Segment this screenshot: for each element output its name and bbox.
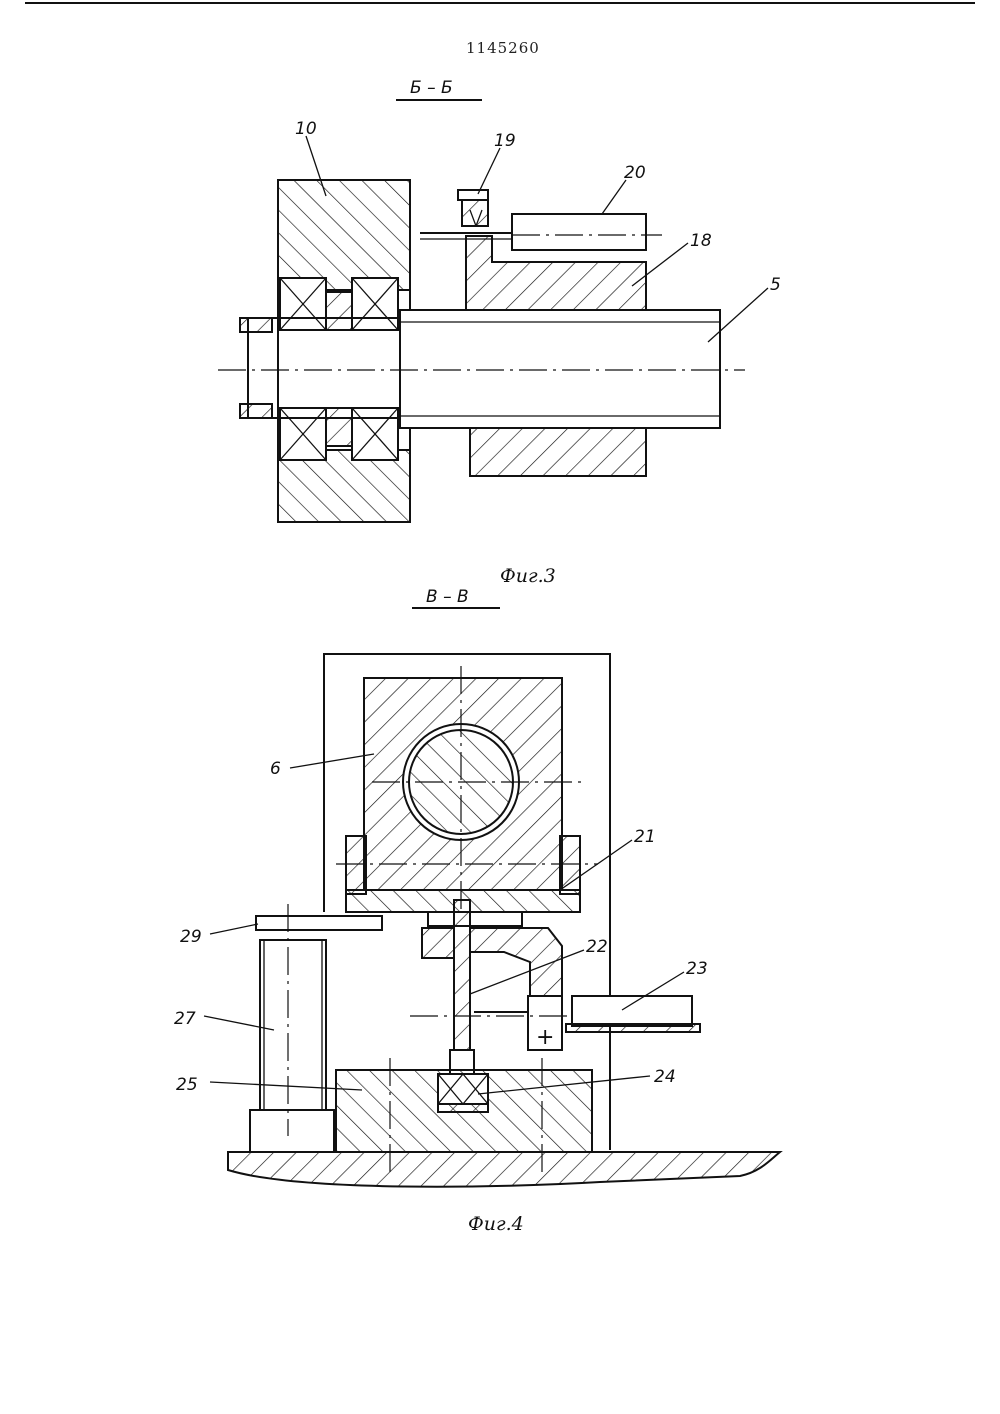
label-23: 23 bbox=[686, 959, 708, 979]
label-24: 24 bbox=[654, 1067, 676, 1087]
label-27: 27 bbox=[174, 1009, 196, 1029]
figure-4: В – В + bbox=[174, 587, 780, 1235]
label-19: 19 bbox=[494, 131, 516, 151]
part-10-upper-block bbox=[278, 180, 410, 290]
part-29-arm bbox=[256, 916, 382, 930]
label-22: 22 bbox=[586, 937, 608, 957]
part-22-blade bbox=[454, 900, 470, 1052]
bracket-right-arm bbox=[470, 928, 562, 998]
ground-base bbox=[228, 1152, 780, 1187]
label-5: 5 bbox=[770, 275, 781, 295]
label-25: 25 bbox=[176, 1075, 198, 1095]
fig3-caption: Фиг.3 bbox=[500, 565, 556, 587]
label-10: 10 bbox=[295, 119, 317, 139]
label-29: 29 bbox=[180, 927, 202, 947]
column-foot bbox=[250, 1110, 334, 1152]
label-6: 6 bbox=[270, 759, 281, 779]
label-20: 20 bbox=[624, 163, 646, 183]
fig3-section-label: Б – Б bbox=[410, 78, 453, 98]
label-21: 21 bbox=[634, 827, 656, 847]
fig4-section-label: В – В bbox=[426, 587, 469, 607]
part-19-screw bbox=[458, 190, 488, 226]
part-20-cylinder bbox=[512, 214, 646, 250]
fig4-caption: Фиг.4 bbox=[468, 1213, 524, 1235]
bracket-left-block bbox=[422, 928, 454, 958]
part-23-actuator bbox=[572, 996, 692, 1026]
part-5-shaft bbox=[400, 310, 720, 428]
document-number: 1145260 bbox=[466, 39, 540, 57]
part-18-lower bbox=[470, 428, 646, 476]
part-21-left-tab bbox=[346, 836, 366, 894]
label-18: 18 bbox=[690, 231, 712, 251]
plus-sign: + bbox=[536, 1025, 554, 1050]
part-21-right-tab bbox=[560, 836, 580, 894]
figure-3: Б – Б bbox=[218, 78, 781, 587]
